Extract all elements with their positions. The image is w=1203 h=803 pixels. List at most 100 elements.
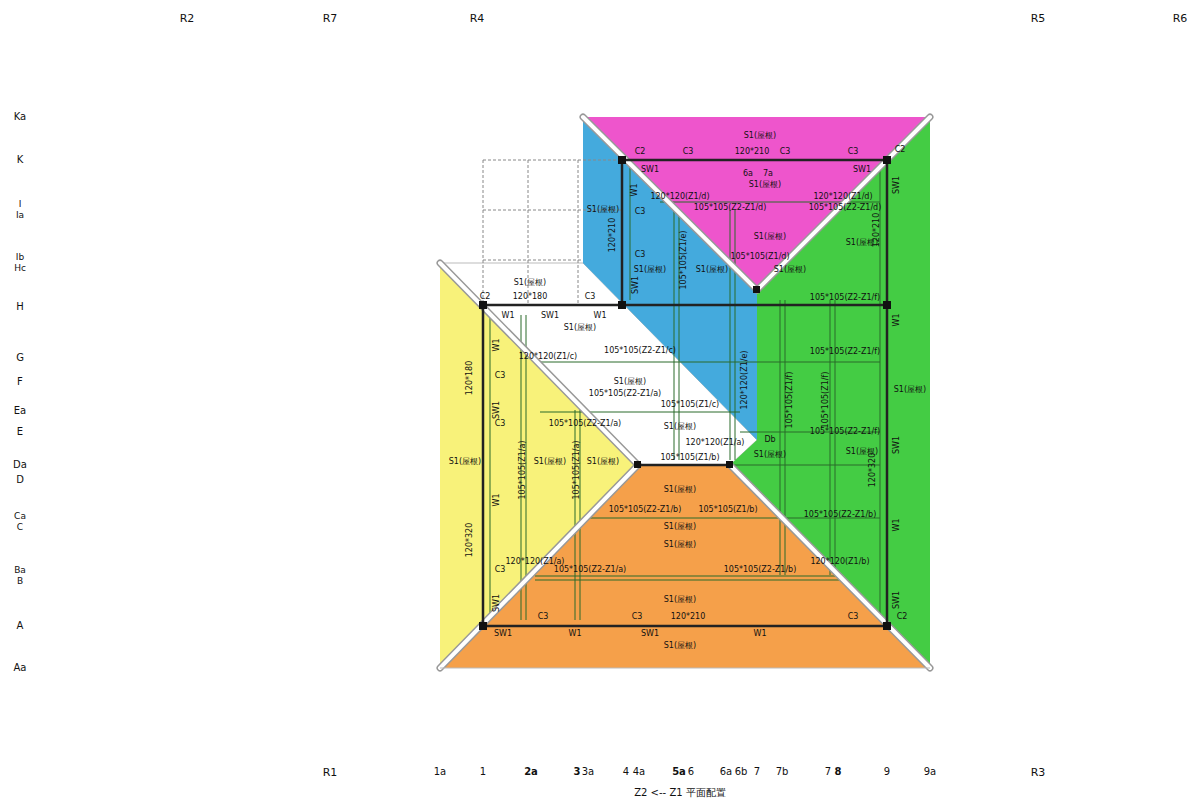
member-label: C3 [683, 148, 694, 156]
member-label: 120*120(Z1/a) [686, 439, 745, 447]
row-grid-label: Aa [14, 663, 27, 673]
member-label: 120*180 [513, 293, 548, 301]
row-grid-label: H [16, 302, 24, 312]
member-label: C2 [895, 146, 906, 154]
member-label: Db [764, 436, 775, 444]
member-label: C3 [635, 251, 646, 259]
member-label: 120*210 [609, 218, 617, 253]
row-grid-label: I [19, 200, 22, 209]
member-label: 120*120(Z1/d) [813, 193, 872, 201]
member-label: SW1 [893, 436, 901, 454]
reference-line-label: R4 [470, 13, 485, 24]
member-label: 105*105(Z2-Z1/a) [554, 566, 626, 574]
member-label: S1(屋根) [449, 458, 481, 466]
member-label: 105*105(Z2-Z1/b) [804, 511, 877, 519]
member-label: SW1 [493, 594, 501, 612]
member-label: W1 [594, 312, 607, 320]
member-label: S1(屋根) [564, 324, 596, 332]
member-label: 120*120(Z1/c) [519, 353, 577, 361]
member-label: 105*105(Z1/a) [519, 441, 527, 500]
member-label: S1(屋根) [664, 523, 696, 531]
member-label: S1(屋根) [744, 132, 776, 140]
main-beams [483, 160, 887, 626]
reference-line-label: R6 [1173, 13, 1188, 24]
member-label: S1(屋根) [614, 378, 646, 386]
row-grid-label: B [17, 577, 23, 586]
row-grid-label: K [17, 155, 24, 165]
member-label: S1(屋根) [587, 458, 619, 466]
hip-lines-inner [440, 117, 930, 668]
member-label: 105*105(Z1/b) [698, 506, 757, 514]
member-label: C3 [780, 148, 791, 156]
column-grid-label: 3a [582, 767, 595, 777]
member-label: 120*120(Z1/d) [650, 193, 709, 201]
row-grid-label: Da [13, 460, 27, 470]
member-label: W1 [493, 339, 501, 352]
member-label: 120*180 [466, 361, 474, 396]
member-label: C3 [495, 420, 506, 428]
column-grid-label: 4a [633, 767, 646, 777]
member-label: 120*120(Z1/e) [741, 351, 749, 410]
member-label: 120*210 [873, 213, 881, 248]
row-grid-label: Hc [14, 264, 26, 273]
member-label: SW1 [893, 176, 901, 194]
member-label: 105*105(Z2-Z1/b) [609, 506, 682, 514]
column-grid-label: 6 [688, 767, 694, 777]
member-label: C2 [897, 613, 908, 621]
reference-line-label: R5 [1031, 13, 1046, 24]
member-label: 105*105(Z2-Z1/d) [694, 204, 767, 212]
member-label: S1(屋根) [514, 279, 546, 287]
row-grid-label: Ea [14, 406, 26, 416]
row-grid-label: Ba [14, 566, 26, 575]
member-label: 105*105(Z2-Z1/f) [810, 428, 880, 436]
plan-caption: Z2 <-- Z1 平面配置 [634, 788, 726, 798]
member-label: W1 [631, 184, 639, 197]
member-label: SW1 [541, 312, 559, 320]
member-label: 7a [763, 170, 773, 178]
member-label: 105*105(Z1/e) [680, 231, 688, 290]
row-grid-label: Ka [14, 112, 27, 122]
column-grid-label: 9a [924, 767, 937, 777]
member-label: S1(屋根) [634, 266, 666, 274]
member-label: 120*320 [869, 453, 877, 488]
member-label: C3 [635, 208, 646, 216]
row-grid-label: G [16, 353, 24, 363]
member-label: 105*105(Z2-Z1/b) [724, 566, 797, 574]
eave [440, 668, 930, 669]
member-label: 120*210 [735, 148, 770, 156]
member-label: 105*105(Z2-Z1/d) [809, 204, 882, 212]
member-label: C3 [585, 293, 596, 301]
member-label: 105*105(Z1/a) [573, 441, 581, 500]
member-label: S1(屋根) [664, 596, 696, 604]
column-grid-label: 6a [720, 767, 733, 777]
member-label: S1(屋根) [534, 458, 566, 466]
member-label: S1(屋根) [696, 266, 728, 274]
member-label: 105*105(Z1/f) [822, 372, 830, 429]
member-label: 120*120(Z1/b) [810, 558, 869, 566]
member-label: 105*105(Z1/c) [661, 401, 719, 409]
member-label: S1(屋根) [664, 642, 696, 650]
member-label: 6a [743, 170, 753, 178]
dashed-grid [483, 160, 622, 305]
member-label: 105*105(Z2-Z1/c) [604, 347, 676, 355]
column-grid-label: 2a [524, 767, 538, 777]
member-label: 105*105(Z2-Z1/a) [549, 420, 621, 428]
member-label: S1(屋根) [664, 541, 696, 549]
column-grid-label: 7 [825, 767, 831, 777]
member-label: 105*105(Z1/b) [660, 454, 719, 462]
member-label: C3 [495, 566, 506, 574]
roof-orange [440, 465, 930, 668]
member-label: W1 [493, 494, 501, 507]
member-label: SW1 [494, 630, 512, 638]
member-label: SW1 [632, 276, 640, 294]
member-label: S1(屋根) [587, 206, 619, 214]
row-grid-label: E [17, 427, 23, 437]
reference-line-label: R2 [180, 13, 195, 24]
member-label: 120*320 [466, 523, 474, 558]
reference-line-label: R7 [323, 13, 338, 24]
member-label: SW1 [853, 166, 871, 174]
row-grid-label: D [16, 475, 24, 485]
member-label: S1(屋根) [664, 423, 696, 431]
member-label: C2 [480, 293, 491, 301]
